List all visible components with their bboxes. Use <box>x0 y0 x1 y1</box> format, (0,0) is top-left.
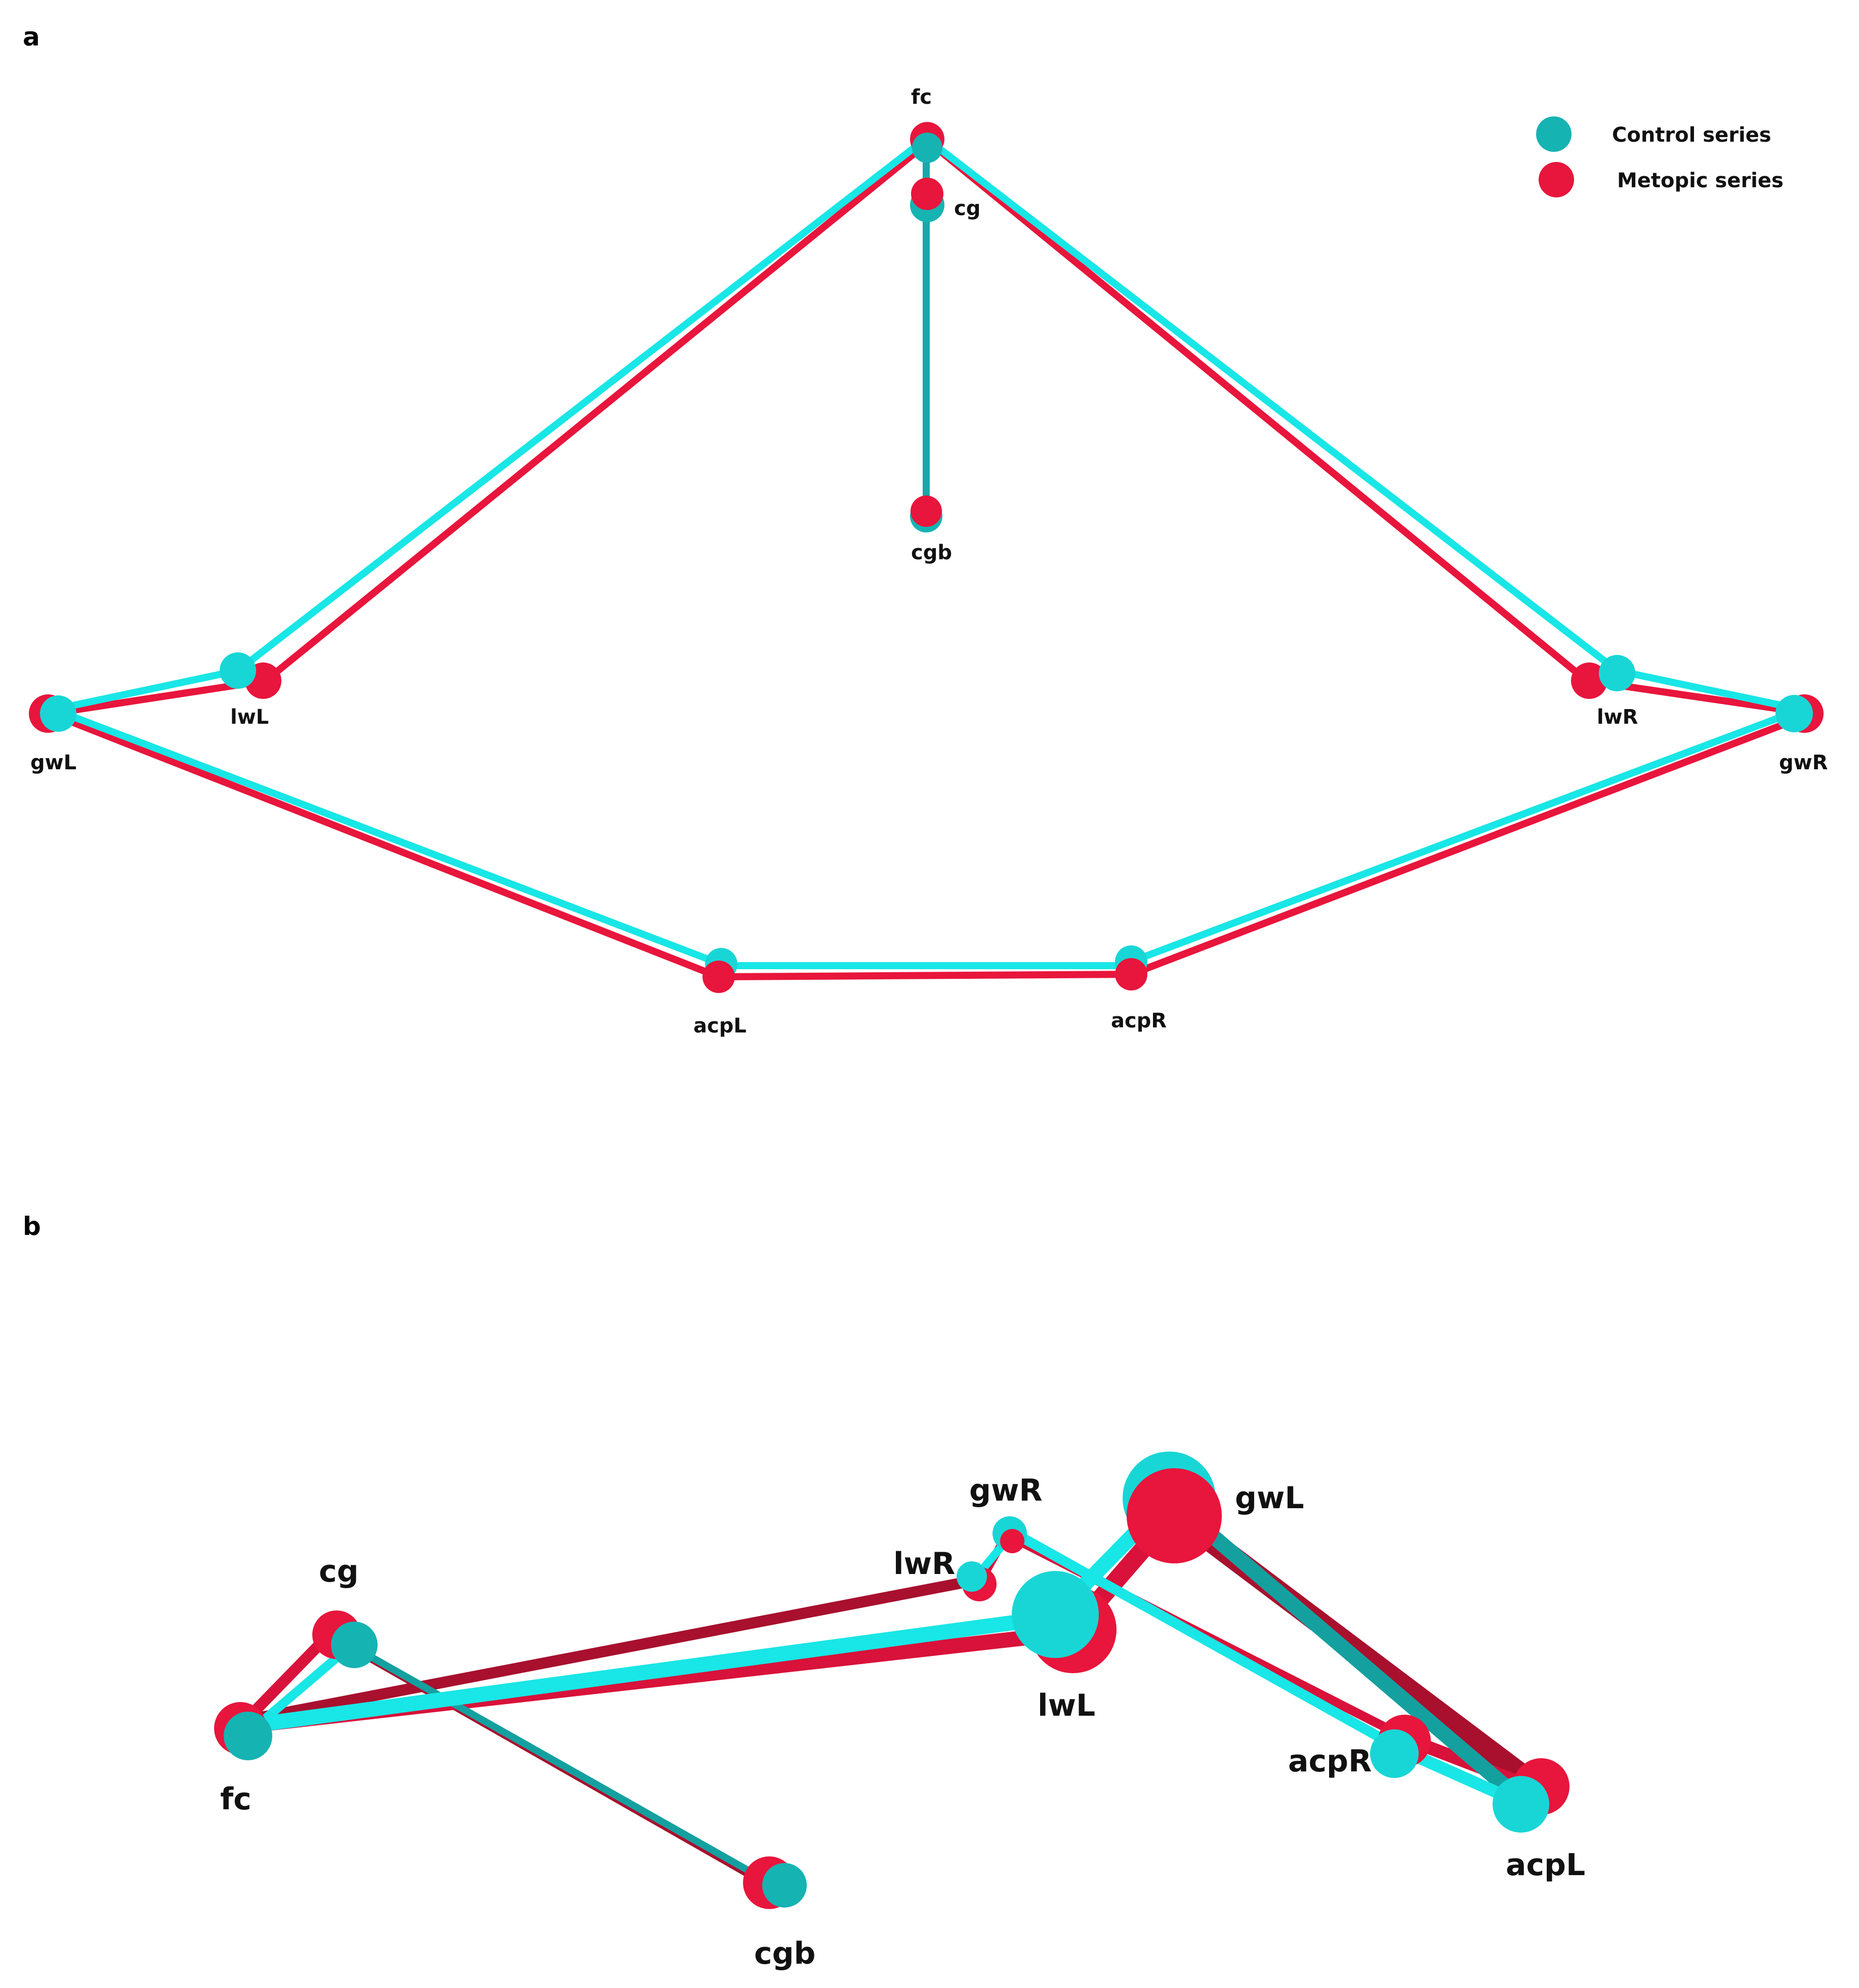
panel-a: fc cg cgb lwL gwL lwR gwR acpL acpR <box>29 86 1828 1038</box>
legend-control-label: Control series <box>1612 123 1771 147</box>
label-a-lwR: lwR <box>1597 706 1638 729</box>
edge-acpL-acpR-metopic <box>715 971 1135 980</box>
node-cg-metopic <box>911 178 943 210</box>
panel-b-landmarks <box>214 1452 1569 1909</box>
label-b-acpL: acpL <box>1506 1847 1585 1883</box>
label-a-lwL: lwL <box>230 706 269 729</box>
edge-b-cg-cgb-control <box>351 1644 778 1889</box>
panel-a-landmarks <box>29 122 1824 993</box>
label-b-gwR: gwR <box>969 1473 1043 1508</box>
label-a-acpR: acpR <box>1111 1009 1167 1032</box>
node-gwR-control <box>1775 695 1813 732</box>
node-acpL-metopic <box>703 961 735 993</box>
panel-b-labels: cg fc cgb lwR gwR lwL gwL acpR acpL <box>220 1473 1585 1971</box>
label-b-fc: fc <box>220 1782 252 1817</box>
label-b-lwL: lwL <box>1038 1688 1095 1723</box>
legend: Control series Metopic series <box>1536 116 1784 197</box>
panel-a-labels: fc cg cgb lwL gwL lwR gwR acpL acpR <box>30 86 1828 1038</box>
node-acpR-metopic <box>1115 958 1147 990</box>
label-a-acpL: acpL <box>693 1014 747 1038</box>
label-b-cgb: cgb <box>754 1936 815 1971</box>
node-b-acpR-control <box>1370 1729 1419 1778</box>
edge-b-gwR-acpR-control <box>1010 1528 1410 1756</box>
legend-metopic-label: Metopic series <box>1617 169 1784 192</box>
label-a-gwL: gwL <box>30 751 76 774</box>
label-b-gwL: gwL <box>1235 1480 1304 1516</box>
label-a-cgb: cgb <box>911 541 952 564</box>
label-b-cg: cg <box>319 1554 359 1589</box>
panel-a-control-edges <box>55 141 1800 969</box>
node-b-lwL-control <box>1012 1571 1099 1658</box>
node-gwL-control <box>40 695 76 732</box>
node-lwR-control <box>1599 655 1635 691</box>
node-b-gwR-metopic <box>1000 1529 1024 1553</box>
edge-gwR-acpR-metopic <box>1128 710 1815 978</box>
node-b-fc-control <box>224 1712 272 1760</box>
node-lwR-metopic <box>1571 662 1607 699</box>
node-cgb-metopic <box>911 495 942 527</box>
node-b-lwR-control <box>957 1561 987 1592</box>
label-a-cg: cg <box>954 197 980 220</box>
edge-fc-lwL-metopic <box>262 138 932 684</box>
edge-gwL-acpL-metopic <box>47 710 722 980</box>
legend-control-swatch <box>1536 116 1572 152</box>
node-b-gwL-metopic <box>1127 1468 1222 1563</box>
edge-lwR-gwR-control <box>1614 667 1800 712</box>
node-fc-control <box>912 133 942 163</box>
label-a-gwR: gwR <box>1779 751 1828 774</box>
legend-metopic-swatch <box>1539 162 1574 197</box>
edge-gwR-acpR-control <box>1128 708 1800 965</box>
edge-fc-lwR-control <box>930 141 1621 674</box>
edge-b-gwL-acpL-control <box>1167 1496 1531 1809</box>
panel-a-label: a <box>23 22 40 52</box>
edge-gwL-acpL-control <box>55 708 725 968</box>
panel-b-label: b <box>23 1212 41 1241</box>
node-b-cgb-control <box>762 1863 807 1908</box>
panel-b: cg fc cgb lwR gwR lwL gwL acpR acpL <box>214 1452 1585 1971</box>
edge-fc-lwL-control <box>234 141 922 674</box>
label-b-acpR: acpR <box>1288 1744 1372 1779</box>
edge-b-fc-lwL-control <box>240 1609 1063 1733</box>
edge-b-fc-lwR-metopic <box>237 1573 987 1726</box>
label-a-fc: fc <box>911 86 932 109</box>
edge-lwL-gwL-control <box>55 667 241 712</box>
panel-b-control-edges <box>240 1490 1531 1889</box>
node-b-acpL-control <box>1493 1776 1549 1833</box>
label-b-lwR: lwR <box>893 1546 955 1582</box>
node-lwL-control <box>220 652 256 689</box>
edge-fc-lwR-metopic <box>925 138 1590 684</box>
node-b-cg-control <box>331 1622 378 1668</box>
